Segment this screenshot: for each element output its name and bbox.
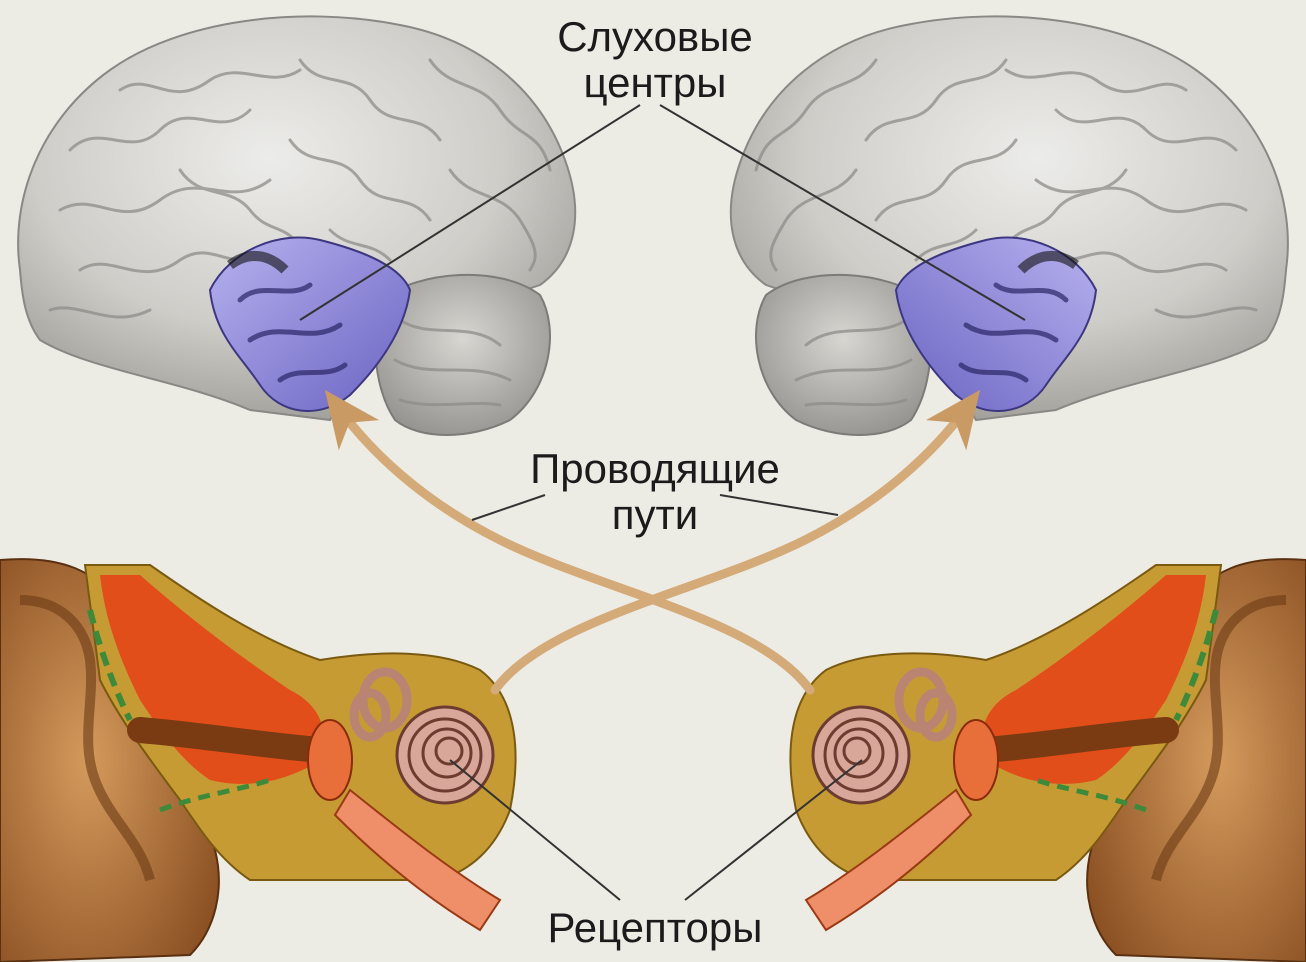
right-brain xyxy=(731,16,1288,435)
label-auditory-centers: Слуховые центры xyxy=(520,14,790,106)
label-pathways: Проводящие пути xyxy=(500,446,810,538)
label-pathways-line2: пути xyxy=(500,492,810,538)
label-pathways-line1: Проводящие xyxy=(500,446,810,492)
label-receptors: Рецепторы xyxy=(500,905,810,951)
label-auditory-centers-line1: Слуховые xyxy=(520,14,790,60)
left-ear xyxy=(0,559,516,962)
left-brain xyxy=(18,16,575,435)
label-auditory-centers-line2: центры xyxy=(520,60,790,106)
right-ear xyxy=(790,559,1306,962)
